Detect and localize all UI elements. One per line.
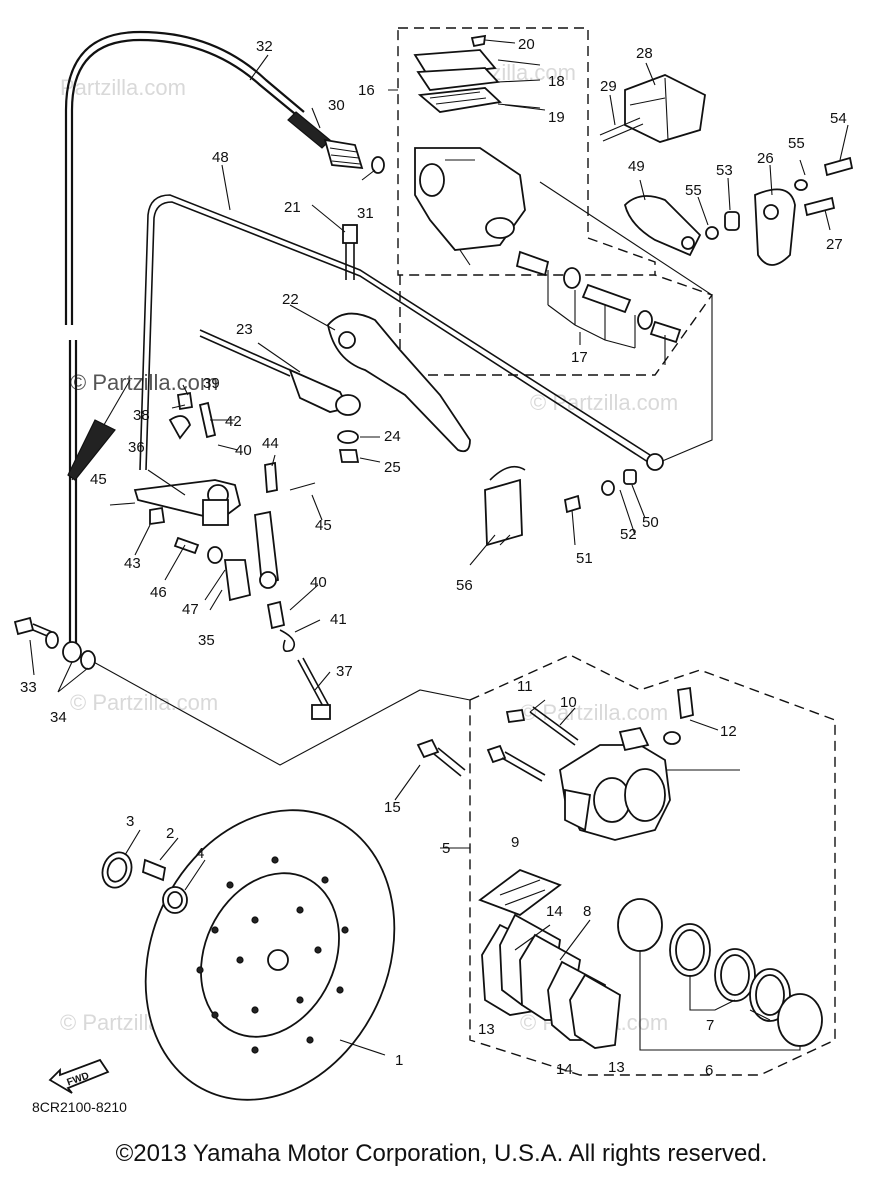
piston-kit-17	[515, 250, 682, 365]
label-37: 37	[336, 663, 353, 680]
label-38: 38	[133, 407, 150, 424]
pistons-seals	[617, 898, 823, 1051]
caliper-assembly	[416, 686, 694, 841]
label-33: 33	[20, 679, 37, 696]
label-15: 15	[384, 799, 401, 816]
label-29: 29	[600, 78, 617, 95]
label-45: 45	[315, 517, 332, 534]
bolt-33-washers-34	[13, 616, 96, 670]
lever-22	[327, 312, 471, 453]
guide-lines	[89, 181, 740, 771]
reservoir-cap-parts	[413, 34, 541, 113]
label-16: 16	[358, 82, 375, 99]
label-23: 23	[236, 321, 253, 338]
label-35: 35	[198, 632, 215, 649]
brake-pedal-49	[624, 156, 854, 266]
brake-switch-28	[599, 74, 706, 143]
label-22: 22	[282, 291, 299, 308]
label-52: 52	[620, 526, 637, 543]
label-17: 17	[571, 349, 588, 366]
part-labels: 1 2 3 4 5 6 7 8 9 10 11 12 13 13 14 14 1…	[20, 36, 847, 1079]
watermark: © Partzilla.com	[70, 690, 218, 715]
label-47: 47	[182, 601, 199, 618]
diagram-code: 8CR2100-8210	[32, 1099, 127, 1115]
label-39: 39	[203, 375, 220, 392]
label-9: 9	[511, 834, 519, 851]
label-26: 26	[757, 150, 774, 167]
label-10: 10	[560, 694, 577, 711]
caliper-group-box	[469, 654, 836, 1076]
label-48: 48	[212, 149, 229, 166]
label-51: 51	[576, 550, 593, 567]
label-20: 20	[518, 36, 535, 53]
label-42: 42	[225, 413, 242, 430]
label-50: 50	[642, 514, 659, 531]
label-4: 4	[196, 845, 204, 862]
cable-23	[199, 329, 361, 416]
label-34: 34	[50, 709, 67, 726]
cable-32	[64, 30, 331, 650]
watermark: © Partzilla.com	[70, 370, 218, 395]
label-5: 5	[442, 840, 450, 857]
arm-assembly	[109, 391, 331, 720]
label-11: 11	[517, 678, 533, 695]
label-54: 54	[830, 110, 847, 127]
adjuster-30	[323, 138, 385, 174]
watermark: © Partzilla.com	[520, 700, 668, 725]
label-55: 55	[685, 182, 702, 199]
fwd-arrow: FWD	[48, 1058, 110, 1094]
label-41: 41	[330, 611, 347, 628]
label-25: 25	[384, 459, 401, 476]
label-14: 14	[546, 903, 563, 920]
label-43: 43	[124, 555, 141, 572]
label-32: 32	[256, 38, 273, 55]
label-1: 1	[395, 1052, 403, 1069]
copyright-notice: ©2013 Yamaha Motor Corporation, U.S.A. A…	[115, 1140, 768, 1167]
label-45: 45	[90, 471, 107, 488]
label-30: 30	[328, 97, 345, 114]
master-cylinder-group-box	[397, 27, 656, 276]
label-12: 12	[720, 723, 737, 740]
label-40: 40	[310, 574, 327, 591]
label-14: 14	[556, 1061, 573, 1078]
pad-spring-9	[478, 868, 562, 917]
label-18: 18	[548, 73, 565, 90]
master-cylinder	[414, 147, 526, 266]
label-55: 55	[788, 135, 805, 152]
piston-kit-group-box	[399, 274, 714, 376]
cable-48	[139, 194, 664, 471]
watermark: Partzilla.com	[60, 75, 186, 100]
label-24: 24	[384, 428, 401, 445]
label-31: 31	[357, 205, 374, 222]
label-8: 8	[583, 903, 591, 920]
label-6: 6	[705, 1062, 713, 1079]
group-outlines	[397, 27, 836, 1076]
label-46: 46	[150, 584, 167, 601]
label-28: 28	[636, 45, 653, 62]
label-27: 27	[826, 236, 843, 253]
brake-disc-1	[144, 809, 396, 1101]
label-21: 21	[284, 199, 301, 216]
label-49: 49	[628, 158, 645, 175]
label-2: 2	[166, 825, 174, 842]
label-13: 13	[478, 1021, 495, 1038]
label-19: 19	[548, 109, 565, 126]
hub-parts	[101, 851, 188, 914]
brake-pads	[481, 913, 621, 1049]
washer-24-nut-25	[337, 430, 360, 463]
label-56: 56	[456, 577, 473, 594]
label-3: 3	[126, 813, 134, 830]
label-44: 44	[262, 435, 279, 452]
leader-lines	[29, 54, 849, 1056]
label-7: 7	[706, 1017, 714, 1034]
label-53: 53	[716, 162, 733, 179]
label-13: 13	[608, 1059, 625, 1076]
label-36: 36	[128, 439, 145, 456]
misc-parts	[484, 465, 637, 547]
bolt-21	[311, 204, 358, 280]
label-40: 40	[235, 442, 252, 459]
watermark: © Partzilla.com	[530, 390, 678, 415]
